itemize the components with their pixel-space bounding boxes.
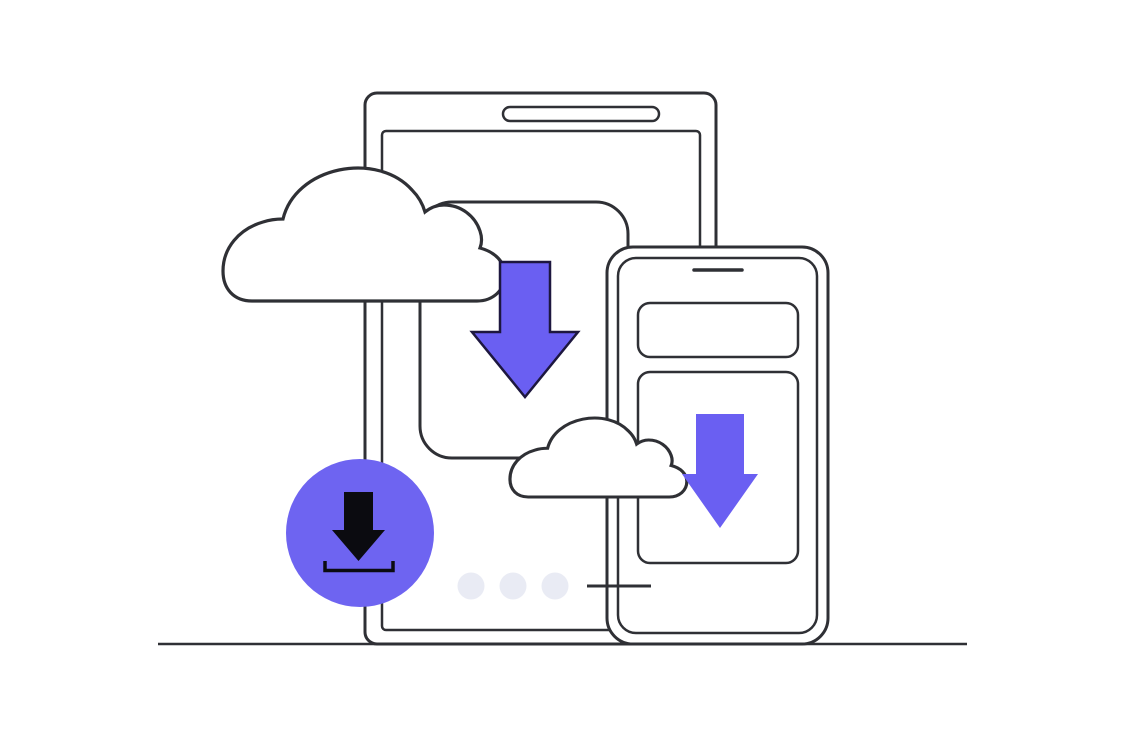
progress-dots: [457, 572, 569, 600]
download-arrow-large-icon: [469, 260, 581, 399]
large-cloud-icon: [221, 166, 507, 303]
small-cloud-icon: [508, 416, 689, 499]
download-icon: [332, 492, 385, 561]
phone-card-top: [636, 301, 800, 359]
download-arrow-small-icon: [682, 414, 758, 528]
tablet-camera-slot-icon: [501, 105, 661, 123]
download-button: [286, 459, 434, 607]
download-tray-icon: [323, 561, 395, 573]
progress-dot: [499, 572, 527, 600]
progress-dot: [541, 572, 569, 600]
progress-dot: [457, 572, 485, 600]
